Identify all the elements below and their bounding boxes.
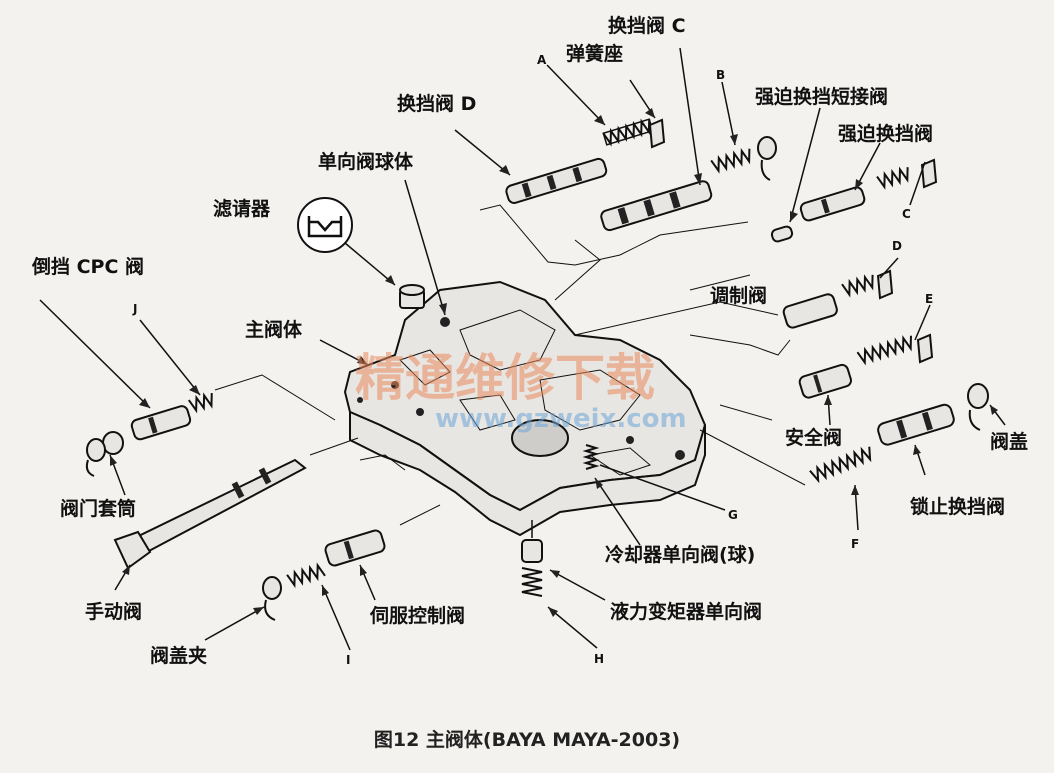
label-spring-seat: 弹簧座 <box>566 42 623 65</box>
figure-caption: 图12 主阀体(BAYA MAYA-2003) <box>374 728 680 751</box>
label-converter-check: 液力变矩器单向阀 <box>610 600 762 623</box>
label-f: F <box>851 537 859 551</box>
modulator-valve-part <box>782 293 838 329</box>
spring-c <box>876 166 909 190</box>
watermark-cn: 精通维修下载 <box>355 349 655 407</box>
part-labels: 换挡阀 C 弹簧座 A B 换挡阀 D 强迫换挡短接阀 强迫换挡阀 单向阀球体 … <box>31 14 1028 667</box>
converter-check-part <box>521 539 543 597</box>
valve-cap-d <box>876 269 894 300</box>
label-h: H <box>594 652 604 666</box>
forced-short-valve-part <box>770 225 794 243</box>
label-cooler-check: 冷却器单向阀(球) <box>605 543 755 566</box>
spring-d <box>841 274 874 298</box>
manual-valve-part <box>113 458 307 570</box>
spring-b <box>710 148 751 174</box>
label-shift-valve-c: 换挡阀 C <box>608 14 686 37</box>
label-forced-shift-valve: 强迫换挡阀 <box>838 122 933 145</box>
valve-sleeve-part <box>85 431 124 477</box>
shift-valve-d-part <box>505 157 608 204</box>
shift-d-leader <box>454 129 511 176</box>
label-check-ball: 单向阀球体 <box>318 150 414 173</box>
spring-f <box>809 446 872 484</box>
shift-valve-c-part <box>600 180 713 232</box>
valve-cap-right <box>967 383 989 431</box>
label-valve-clip: 阀盖夹 <box>150 644 207 667</box>
main-valve-body <box>343 280 707 537</box>
label-servo-control: 伺服控制阀 <box>369 604 465 627</box>
spring-a <box>602 118 654 147</box>
valve-clip-part <box>262 576 282 621</box>
spring-g <box>582 444 600 470</box>
label-valve-cap-right: 阀盖 <box>990 430 1028 453</box>
forced-shift-valve-part <box>799 186 866 222</box>
spring-j <box>187 392 213 414</box>
watermark-url: www.gzweix.com <box>435 404 687 434</box>
label-a: A <box>537 53 547 67</box>
safety-valve-part <box>798 363 852 399</box>
label-e: E <box>925 292 933 306</box>
label-reverse-cpc: 倒挡 CPC 阀 <box>31 255 144 278</box>
label-modulator: 调制阀 <box>710 284 767 307</box>
valve-cap-e <box>916 333 934 364</box>
label-i: I <box>346 653 350 667</box>
servo-control-part <box>324 529 386 567</box>
label-valve-sleeve: 阀门套筒 <box>60 497 136 520</box>
filter-leader <box>344 242 396 286</box>
valve-cap-c <box>920 158 938 189</box>
filter-part <box>399 284 425 309</box>
label-b: B <box>716 68 725 82</box>
label-safety-valve: 安全阀 <box>785 426 842 449</box>
lockup-shift-valve-part <box>877 403 955 446</box>
label-filter: 滤请器 <box>213 197 271 220</box>
label-g: G <box>728 508 738 522</box>
label-shift-valve-d: 换挡阀 D <box>397 92 476 115</box>
spring-seat-part <box>648 118 666 149</box>
label-lockup-shift: 锁止换挡阀 <box>910 495 1005 518</box>
label-c: C <box>902 207 911 221</box>
valve-cap-b <box>757 136 777 181</box>
assembly-guide-lines <box>214 204 806 526</box>
label-d: D <box>892 239 902 253</box>
watermark: 精通维修下载 www.gzweix.com <box>355 349 687 434</box>
filter-inset <box>297 197 353 253</box>
reverse-cpc-part <box>130 405 192 441</box>
label-manual-valve: 手动阀 <box>85 600 142 623</box>
label-j: J <box>132 302 137 316</box>
spring-i <box>286 562 326 589</box>
label-main-body: 主阀体 <box>245 318 303 341</box>
spring-e <box>856 335 912 366</box>
label-forced-short-valve: 强迫换挡短接阀 <box>755 85 888 108</box>
